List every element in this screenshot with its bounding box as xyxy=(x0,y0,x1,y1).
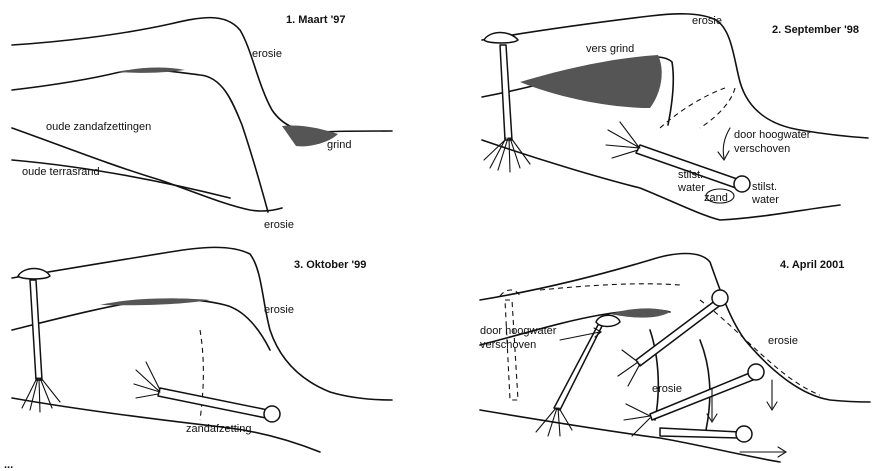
panel-3-dashed-line xyxy=(200,330,203,420)
panel-4: 4. April 2001 door hoogwater verschoven … xyxy=(480,254,870,463)
panel-2: 2. September '98 erosie vers grind door … xyxy=(482,14,868,220)
panel-1-label-erosie-top: erosie xyxy=(252,48,282,60)
panel-4-label-erosie-right: erosie xyxy=(768,335,798,347)
panel-1: 1. Maart '97 erosie oude zandafzettingen… xyxy=(12,14,392,231)
panel-2-label-stilst-2: stilst. xyxy=(752,181,777,193)
panel-3-standing-tree-crown xyxy=(18,269,50,280)
panel-4-tree-2-crown xyxy=(712,290,728,306)
panel-1-label-erosie-bottom: erosie xyxy=(264,219,294,231)
panel-4-tree-1-crown xyxy=(596,315,620,326)
panel-1-label-grind: grind xyxy=(327,139,351,151)
panel-2-label-vers-grind: vers grind xyxy=(586,43,634,55)
panel-4-tree-3-trunk xyxy=(650,372,758,420)
panel-4-tree-4-trunk xyxy=(660,428,740,438)
panel-2-title: 2. September '98 xyxy=(772,24,859,36)
panel-3: 3. Oktober '99 erosie zandafzetting xyxy=(12,247,392,452)
panel-2-label-water-2: water xyxy=(751,194,779,206)
panel-2-label-water-1: water xyxy=(677,182,705,194)
panel-1-title: 1. Maart '97 xyxy=(286,14,345,26)
panel-3-middle-line xyxy=(12,299,270,350)
panel-3-standing-tree-trunk xyxy=(30,280,42,380)
panel-1-label-oude-zandafzettingen: oude zandafzettingen xyxy=(46,121,151,133)
panel-4-title: 4. April 2001 xyxy=(780,259,844,271)
panel-3-label-zandafzetting: zandafzetting xyxy=(186,423,251,435)
panel-3-fallen-tree-trunk xyxy=(158,388,268,418)
panel-2-shift-arrow xyxy=(723,128,730,158)
panel-4-label-door-hoogwater: door hoogwater xyxy=(480,325,557,337)
panel-3-fallen-tree-crown xyxy=(264,406,280,422)
panel-4-tree-3-roots xyxy=(624,404,650,436)
panel-2-label-erosie: erosie xyxy=(692,15,722,27)
panel-2-fresh-gravel xyxy=(520,55,662,108)
panel-4-label-erosie-center: erosie xyxy=(652,383,682,395)
panel-3-label-erosie: erosie xyxy=(264,304,294,316)
panel-2-label-stilst-1: stilst. xyxy=(678,169,703,181)
panel-2-label-verschoven: verschoven xyxy=(734,143,790,155)
panel-4-tree-4-crown xyxy=(736,426,752,442)
panel-4-gravel-deposit xyxy=(610,308,670,317)
panel-3-standing-tree-roots xyxy=(22,378,60,412)
panel-3-gravel-deposit xyxy=(100,298,210,305)
panel-3-fallen-tree-roots xyxy=(134,362,160,398)
panel-2-standing-tree-trunk xyxy=(500,45,512,140)
panel-2-label-door-hoogwater: door hoogwater xyxy=(734,129,811,141)
footer-fragment: ... xyxy=(4,459,13,471)
panel-4-tree-3-crown xyxy=(748,364,764,380)
panel-4-label-verschoven: verschoven xyxy=(480,339,536,351)
panel-2-fallen-tree-crown xyxy=(734,176,750,192)
panel-4-tree-2-roots xyxy=(618,350,640,386)
panel-2-label-zand: zand xyxy=(704,192,728,204)
panel-3-title: 3. Oktober '99 xyxy=(294,259,366,271)
panel-1-label-oude-terrasrand: oude terrasrand xyxy=(22,166,100,178)
panel-2-fallen-tree-roots xyxy=(606,122,640,158)
panel-1-middle-line xyxy=(12,70,268,212)
